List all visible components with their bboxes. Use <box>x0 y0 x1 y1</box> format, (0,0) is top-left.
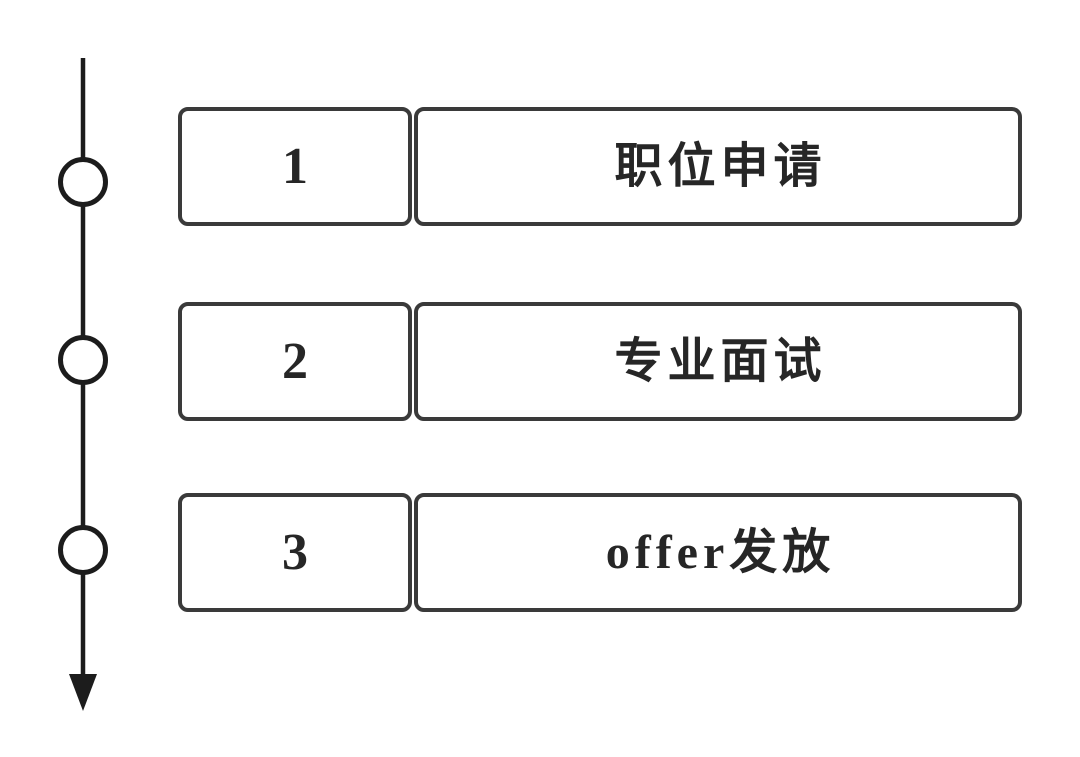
arrow-down-icon <box>69 674 97 711</box>
timeline-node-circle-2 <box>58 335 108 385</box>
step-label-box: 职位申请 <box>414 107 1022 226</box>
step-row-2: 2 专业面试 <box>178 302 1022 421</box>
timeline-node-circle-1 <box>58 157 108 207</box>
step-label: offer发放 <box>605 525 836 579</box>
step-label: 职位申请 <box>614 139 827 193</box>
step-number: 1 <box>282 137 308 195</box>
timeline <box>58 58 108 711</box>
step-number: 3 <box>282 523 308 581</box>
step-number-box: 2 <box>178 302 412 421</box>
step-row-1: 1 职位申请 <box>178 107 1022 226</box>
step-label-box: offer发放 <box>414 493 1022 612</box>
step-label-box: 专业面试 <box>414 302 1022 421</box>
timeline-node-circle-3 <box>58 525 108 575</box>
step-number: 2 <box>282 332 308 390</box>
step-number-box: 1 <box>178 107 412 226</box>
step-number-box: 3 <box>178 493 412 612</box>
step-label: 专业面试 <box>614 334 827 388</box>
step-row-3: 3 offer发放 <box>178 493 1022 612</box>
